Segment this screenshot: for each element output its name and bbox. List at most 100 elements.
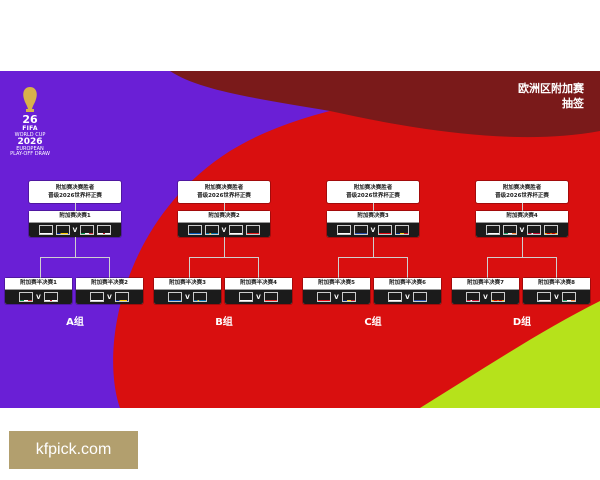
vs-label: V [370,226,376,234]
denmark-flag [466,292,481,302]
bracket-connector [372,203,374,211]
world-cup-text: WORLD CUP [14,132,46,138]
final-label: 附加赛决赛4 [476,211,568,223]
bracket-connector [74,203,76,211]
kosovo-flag [412,292,427,302]
slovakia-flag [388,292,403,302]
semifinal-label: 附加赛半决赛7 [452,278,519,290]
group-label: C组 [364,317,382,328]
turkey-flag [378,225,393,235]
czech-flag [537,292,552,302]
albania-flag [263,292,278,302]
winner-line2: 晋级2026世界杯正赛 [197,193,251,199]
ireland-flag [502,225,517,235]
albania-flag [246,225,261,235]
bracket-connector [338,257,408,258]
final-matchup: V [29,223,121,237]
final-matchup: V [178,223,270,237]
italy-flag [80,225,95,235]
semifinal-label: 附加赛半决赛6 [374,278,441,290]
turkey-flag [317,292,332,302]
semifinal-label: 附加赛半决赛5 [303,278,370,290]
bracket-connector [223,237,225,257]
vs-label: V [185,293,190,301]
bracket-connector [372,237,374,257]
bracket-connector [223,203,225,211]
winner-line1: 附加赛决赛胜者 [55,185,95,191]
macedonia-flag [544,225,559,235]
final-label: 附加赛决赛2 [178,211,270,223]
winner-line1: 附加赛决赛胜者 [353,185,393,191]
ireland-flag [561,292,576,302]
semifinal-matchup: V [154,290,221,304]
winner-line1: 附加赛决赛胜者 [204,185,244,191]
ukraine-flag [168,292,183,302]
winner-box: 附加赛决赛胜者晋级2026世界杯正赛 [178,181,270,203]
group-label: B组 [215,317,233,328]
kosovo-flag [353,225,368,235]
final-matchup: V [476,223,568,237]
romania-flag [395,225,410,235]
european-text: EUROPEAN [16,146,44,152]
semifinal-label: 附加赛半决赛8 [523,278,590,290]
bosnia-flag [55,225,70,235]
semifinal-matchup: V [452,290,519,304]
final-label: 附加赛决赛1 [29,211,121,223]
playoff-draw-graphic: 26 FIFA WORLD CUP 2026 EUROPEAN PLAY-OFF… [0,71,600,408]
bracket-connector [40,257,110,258]
winner-line2: 晋级2026世界杯正赛 [495,193,549,199]
vs-label: V [36,293,41,301]
fifa-text: FIFA [22,125,38,132]
semifinal-matchup: V [76,290,143,304]
title-line2: 抽签 [562,97,584,110]
macedonia-flag [490,292,505,302]
semifinal-label: 附加赛半决赛2 [76,278,143,290]
bracket-connector [407,257,408,278]
bracket-connector [487,257,557,258]
bracket-connector [521,237,523,257]
bosnia-flag [114,292,129,302]
bracket-connector [338,257,339,278]
vs-label: V [554,293,559,301]
sweden-flag [192,292,207,302]
bracket-connector [258,257,259,278]
semifinal-matchup: V [374,290,441,304]
vs-label: V [256,293,261,301]
poland-flag [229,225,244,235]
group-label: D组 [512,317,532,328]
bracket-connector [40,257,41,278]
bracket-connector [487,257,488,278]
denmark-flag [527,225,542,235]
semifinal-matchup: V [523,290,590,304]
vs-label: V [519,226,525,234]
svg-text:26: 26 [22,113,38,125]
bracket-connector [521,203,523,211]
final-label: 附加赛决赛3 [327,211,419,223]
winner-box: 附加赛决赛胜者晋级2026世界杯正赛 [327,181,419,203]
england-flag [97,225,112,235]
group-label: A组 [66,317,84,328]
vs-label: V [334,293,339,301]
italy-flag [19,292,34,302]
wales-flag [38,225,53,235]
bracket-connector [109,257,110,278]
fifa-world-cup-logo: 26 FIFA WORLD CUP 2026 EUROPEAN PLAY-OFF… [10,85,50,157]
bracket-connector [556,257,557,278]
ukraine-flag [187,225,202,235]
poland-flag [239,292,254,302]
vs-label: V [72,226,78,234]
bracket-connector [74,237,76,257]
winner-line2: 晋级2026世界杯正赛 [48,193,102,199]
czech-flag [485,225,500,235]
year-text: 2026 [17,137,43,147]
semifinal-matchup: V [225,290,292,304]
